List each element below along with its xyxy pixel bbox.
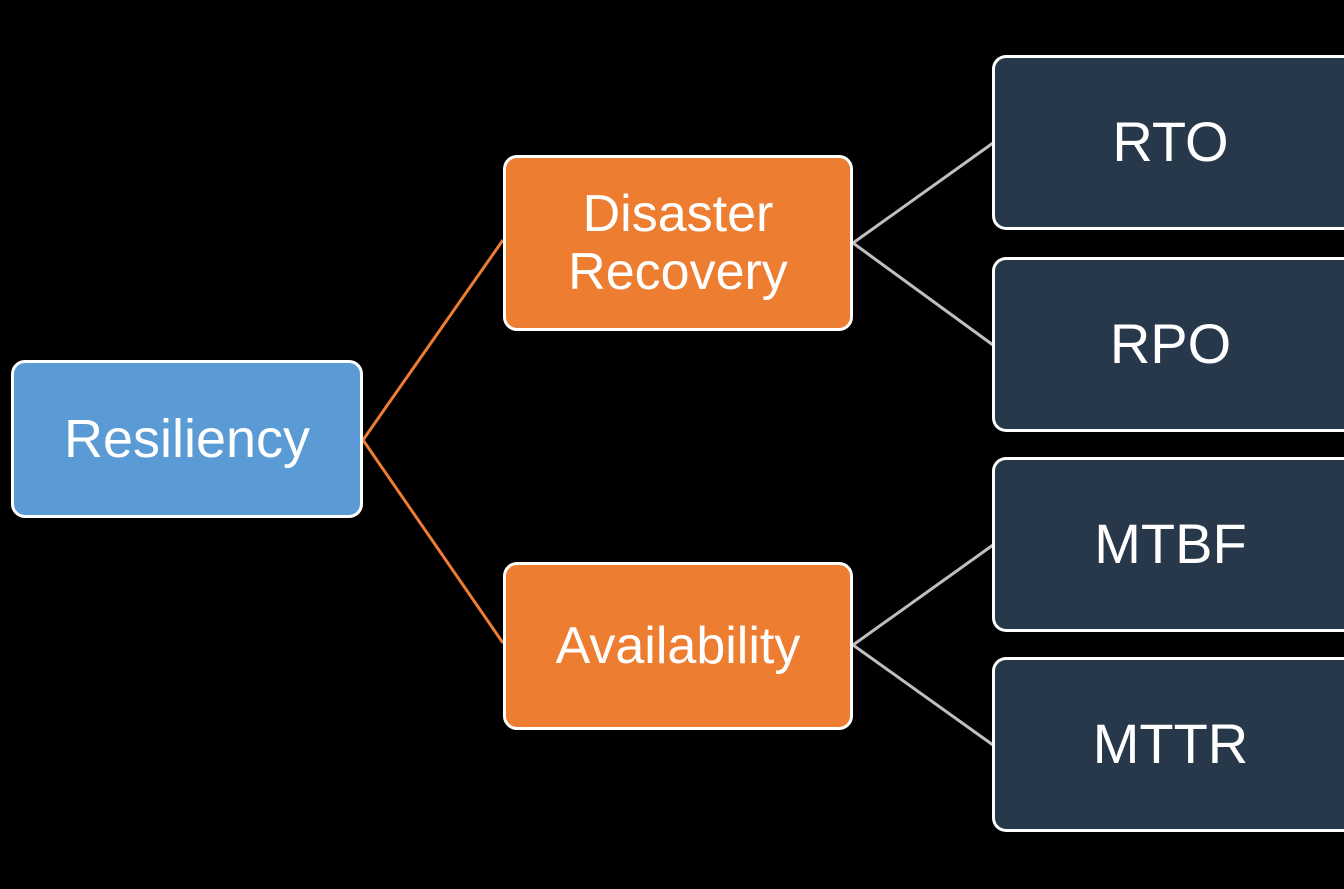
node-mtbf[interactable]: MTBF xyxy=(992,457,1344,632)
node-rpo[interactable]: RPO xyxy=(992,257,1344,432)
connector-availability-to-mtbf xyxy=(852,543,994,647)
connector-resiliency-to-disaster-recovery xyxy=(361,239,505,441)
connector-disaster-recovery-to-rto xyxy=(852,141,994,245)
connector-disaster-recovery-to-rpo xyxy=(852,241,994,347)
connector-availability-to-mttr xyxy=(852,643,994,747)
node-mttr[interactable]: MTTR xyxy=(992,657,1344,832)
node-resiliency[interactable]: Resiliency xyxy=(11,360,363,518)
node-disaster-recovery[interactable]: Disaster Recovery xyxy=(503,155,853,331)
node-rto[interactable]: RTO xyxy=(992,55,1344,230)
node-availability[interactable]: Availability xyxy=(503,562,853,730)
connector-resiliency-to-availability xyxy=(361,439,505,644)
